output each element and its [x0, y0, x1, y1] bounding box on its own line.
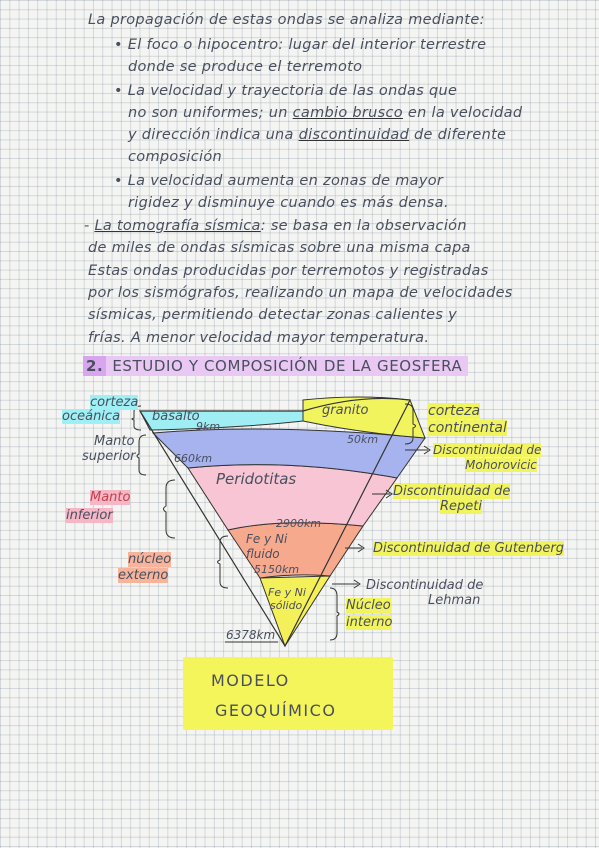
notes-tomografia-5: sísmicas, permitiendo detectar zonas cal… — [88, 307, 458, 323]
geosphere-diagram — [131, 396, 431, 648]
notes-bullet-3a: • La velocidad aumenta en zonas de mayor — [114, 173, 444, 189]
notes-bullet-3b: rigidez y disminuye cuando es más densa. — [128, 195, 449, 211]
notes-tomografia-6: frías. A menor velocidad mayor temperatu… — [88, 330, 430, 346]
notes-bullet-1b: donde se produce el terremoto — [128, 59, 363, 75]
label-disc-repeti-2: Repeti — [440, 499, 482, 514]
b2c-pre: y dirección indica una — [128, 127, 299, 143]
label-disc-repeti-1: Discontinuidad de — [393, 484, 511, 499]
label-peridotitas: Peridotitas — [216, 470, 297, 488]
label-fe-ni-solido-1: Fe y Ni — [268, 586, 306, 599]
bullet-3a-text: La velocidad aumenta en zonas de mayor — [127, 173, 444, 189]
tomo-underlined: La tomografía sísmica — [94, 218, 261, 234]
notes-tomografia-1: - La tomografía sísmica: se basa en la o… — [84, 218, 467, 234]
label-nucleo-interno-2: interno — [346, 615, 393, 630]
label-granito: granito — [322, 403, 369, 418]
notes-bullet-2b: no son uniformes; un cambio brusco en la… — [128, 105, 522, 121]
notes-tomografia-4: por los sismógrafos, realizando un mapa … — [88, 285, 513, 301]
layer-corteza-continental — [302, 396, 426, 439]
b2b-underlined: cambio brusco — [292, 105, 403, 121]
brace-nucleo-externo — [217, 535, 229, 589]
label-basalto-km: 9km — [196, 420, 221, 433]
label-nucleo-interno-1: Núcleo — [346, 598, 391, 613]
section-title: ESTUDIO Y COMPOSICIÓN DE LA GEOSFERA — [106, 356, 469, 376]
b2c-post: de diferente — [409, 127, 507, 143]
label-disc-lehman-2: Lehman — [428, 593, 481, 608]
label-manto-inferior-km: 2900km — [276, 517, 322, 530]
label-manto-superior-km: 660km — [174, 452, 213, 465]
arrow-moho-head — [423, 445, 431, 455]
brace-corteza-continental — [404, 403, 416, 445]
notes-tomografia-3: Estas ondas producidas por terremotos y … — [88, 263, 489, 279]
label-manto-superior-1: Manto — [94, 434, 135, 449]
b2b-pre: no son uniformes; un — [128, 105, 293, 121]
section-heading: 2.ESTUDIO Y COMPOSICIÓN DE LA GEOSFERA — [83, 356, 469, 376]
arrow-lehman-head — [353, 579, 361, 589]
label-corteza-continental-1: corteza — [428, 403, 481, 419]
tomo-post: : se basa en la observación — [260, 218, 467, 234]
notes-bullet-2c: y dirección indica una discontinuidad de… — [128, 127, 506, 143]
label-depth-total: 6378km — [226, 628, 276, 642]
brace-nucleo-interno — [329, 587, 340, 641]
label-nucleo-externo-2: externo — [118, 568, 169, 583]
label-fe-ni-fluido-1: Fe y Ni — [246, 532, 288, 546]
cone-outline — [138, 397, 411, 648]
label-disc-lehman-1: Discontinuidad de — [366, 578, 484, 593]
section-number: 2. — [83, 356, 107, 376]
notes-bullet-2d: composición — [128, 149, 222, 165]
arrow-repeti-head — [385, 489, 393, 499]
label-disc-moho-2: Mohorovicic — [465, 458, 537, 472]
bullet-1a-text: El foco o hipocentro: lugar del interior… — [127, 37, 487, 53]
notes-tomografia-2: de miles de ondas sísmicas sobre una mis… — [88, 240, 471, 256]
layer-nucleo-interno — [259, 575, 331, 648]
label-corteza-oceanica-2: oceánica — [62, 409, 121, 424]
label-nucleo-externo-1: núcleo — [128, 552, 172, 567]
label-fe-ni-fluido-2: fluido — [246, 547, 280, 561]
b2b-post: en la velocidad — [402, 105, 523, 121]
label-manto-inferior-1: Manto — [90, 490, 131, 505]
arrow-gutenberg-head — [357, 543, 365, 553]
label-manto-inferior-2: inferior — [66, 508, 113, 523]
b2c-underlined: discontinuidad — [298, 127, 410, 143]
label-manto-superior-2: superior — [82, 449, 136, 464]
label-basalto: basalto — [152, 409, 200, 424]
model-box-line-1: MODELO — [211, 671, 290, 690]
label-fe-ni-fluido-km: 5150km — [254, 563, 300, 576]
notes-bullet-1a: • El foco o hipocentro: lugar del interi… — [114, 37, 487, 53]
notes-bullet-2a: • La velocidad y trayectoria de las onda… — [114, 83, 458, 99]
label-fe-ni-solido-2: sólido — [270, 599, 303, 612]
label-corteza-oceanica-1: corteza — [90, 395, 139, 410]
label-corteza-continental-2: continental — [428, 420, 507, 436]
model-box: MODELO GEOQUÍMICO — [183, 657, 393, 730]
model-box-line-2: GEOQUÍMICO — [215, 701, 337, 720]
bullet-2a-text: La velocidad y trayectoria de las ondas … — [127, 83, 458, 99]
brace-manto-inferior — [163, 479, 176, 539]
tomo-dash: - — [84, 218, 95, 234]
brace-manto-superior — [136, 434, 147, 476]
notes-line-1: La propagación de estas ondas se analiza… — [88, 12, 485, 28]
label-disc-moho-1: Discontinuidad de — [433, 443, 542, 457]
label-disc-gutenberg: Discontinuidad de Gutenberg — [373, 541, 565, 556]
label-granito-km: 50km — [347, 433, 379, 446]
